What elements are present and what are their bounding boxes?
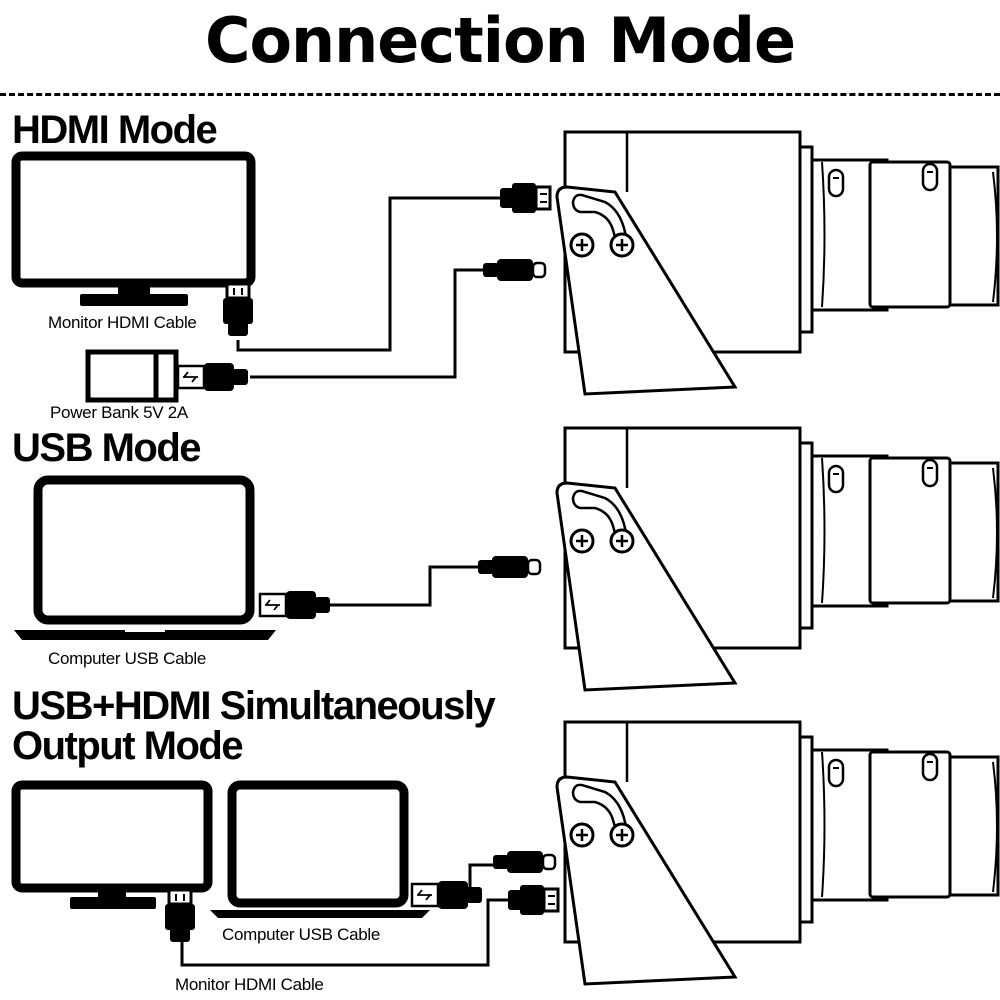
label-monitor-hdmi-cable: Monitor HDMI Cable [48,313,197,332]
monitor-icon [11,780,213,909]
camera-icon [555,720,1000,986]
usb-c-plug-icon [481,257,547,283]
section-heading-both-line1: USB+HDMI Simultaneously [12,684,496,728]
camera-icon [555,426,1000,692]
hdmi-plug-icon [506,883,560,917]
label-computer-usb-cable-2: Computer USB Cable [222,925,381,944]
label-monitor-hdmi-cable-2: Monitor HDMI Cable [175,975,324,994]
monitor-icon [11,151,256,306]
section-heading-both-line2: Output Mode [12,724,244,768]
laptop-icon [14,475,276,640]
hdmi-plug-icon [221,282,255,338]
label-power-bank: Power Bank 5V 2A [50,403,188,422]
hdmi-plug-icon [498,181,552,215]
usb-c-plug-icon [476,554,542,580]
section-heading-hdmi: HDMI Mode [12,108,218,152]
usb-a-plug-icon [258,589,332,621]
dashed-divider [0,93,1000,96]
camera-icon [555,130,1000,396]
hdmi-plug-icon [163,888,197,944]
laptop-icon [210,780,430,918]
power-bank-icon [85,349,179,403]
usb-c-plug-icon [491,849,557,875]
usb-a-plug-icon [176,361,250,393]
label-computer-usb-cable: Computer USB Cable [48,649,207,668]
section-heading-usb: USB Mode [12,426,202,470]
page-title: Connection Mode [204,4,796,77]
